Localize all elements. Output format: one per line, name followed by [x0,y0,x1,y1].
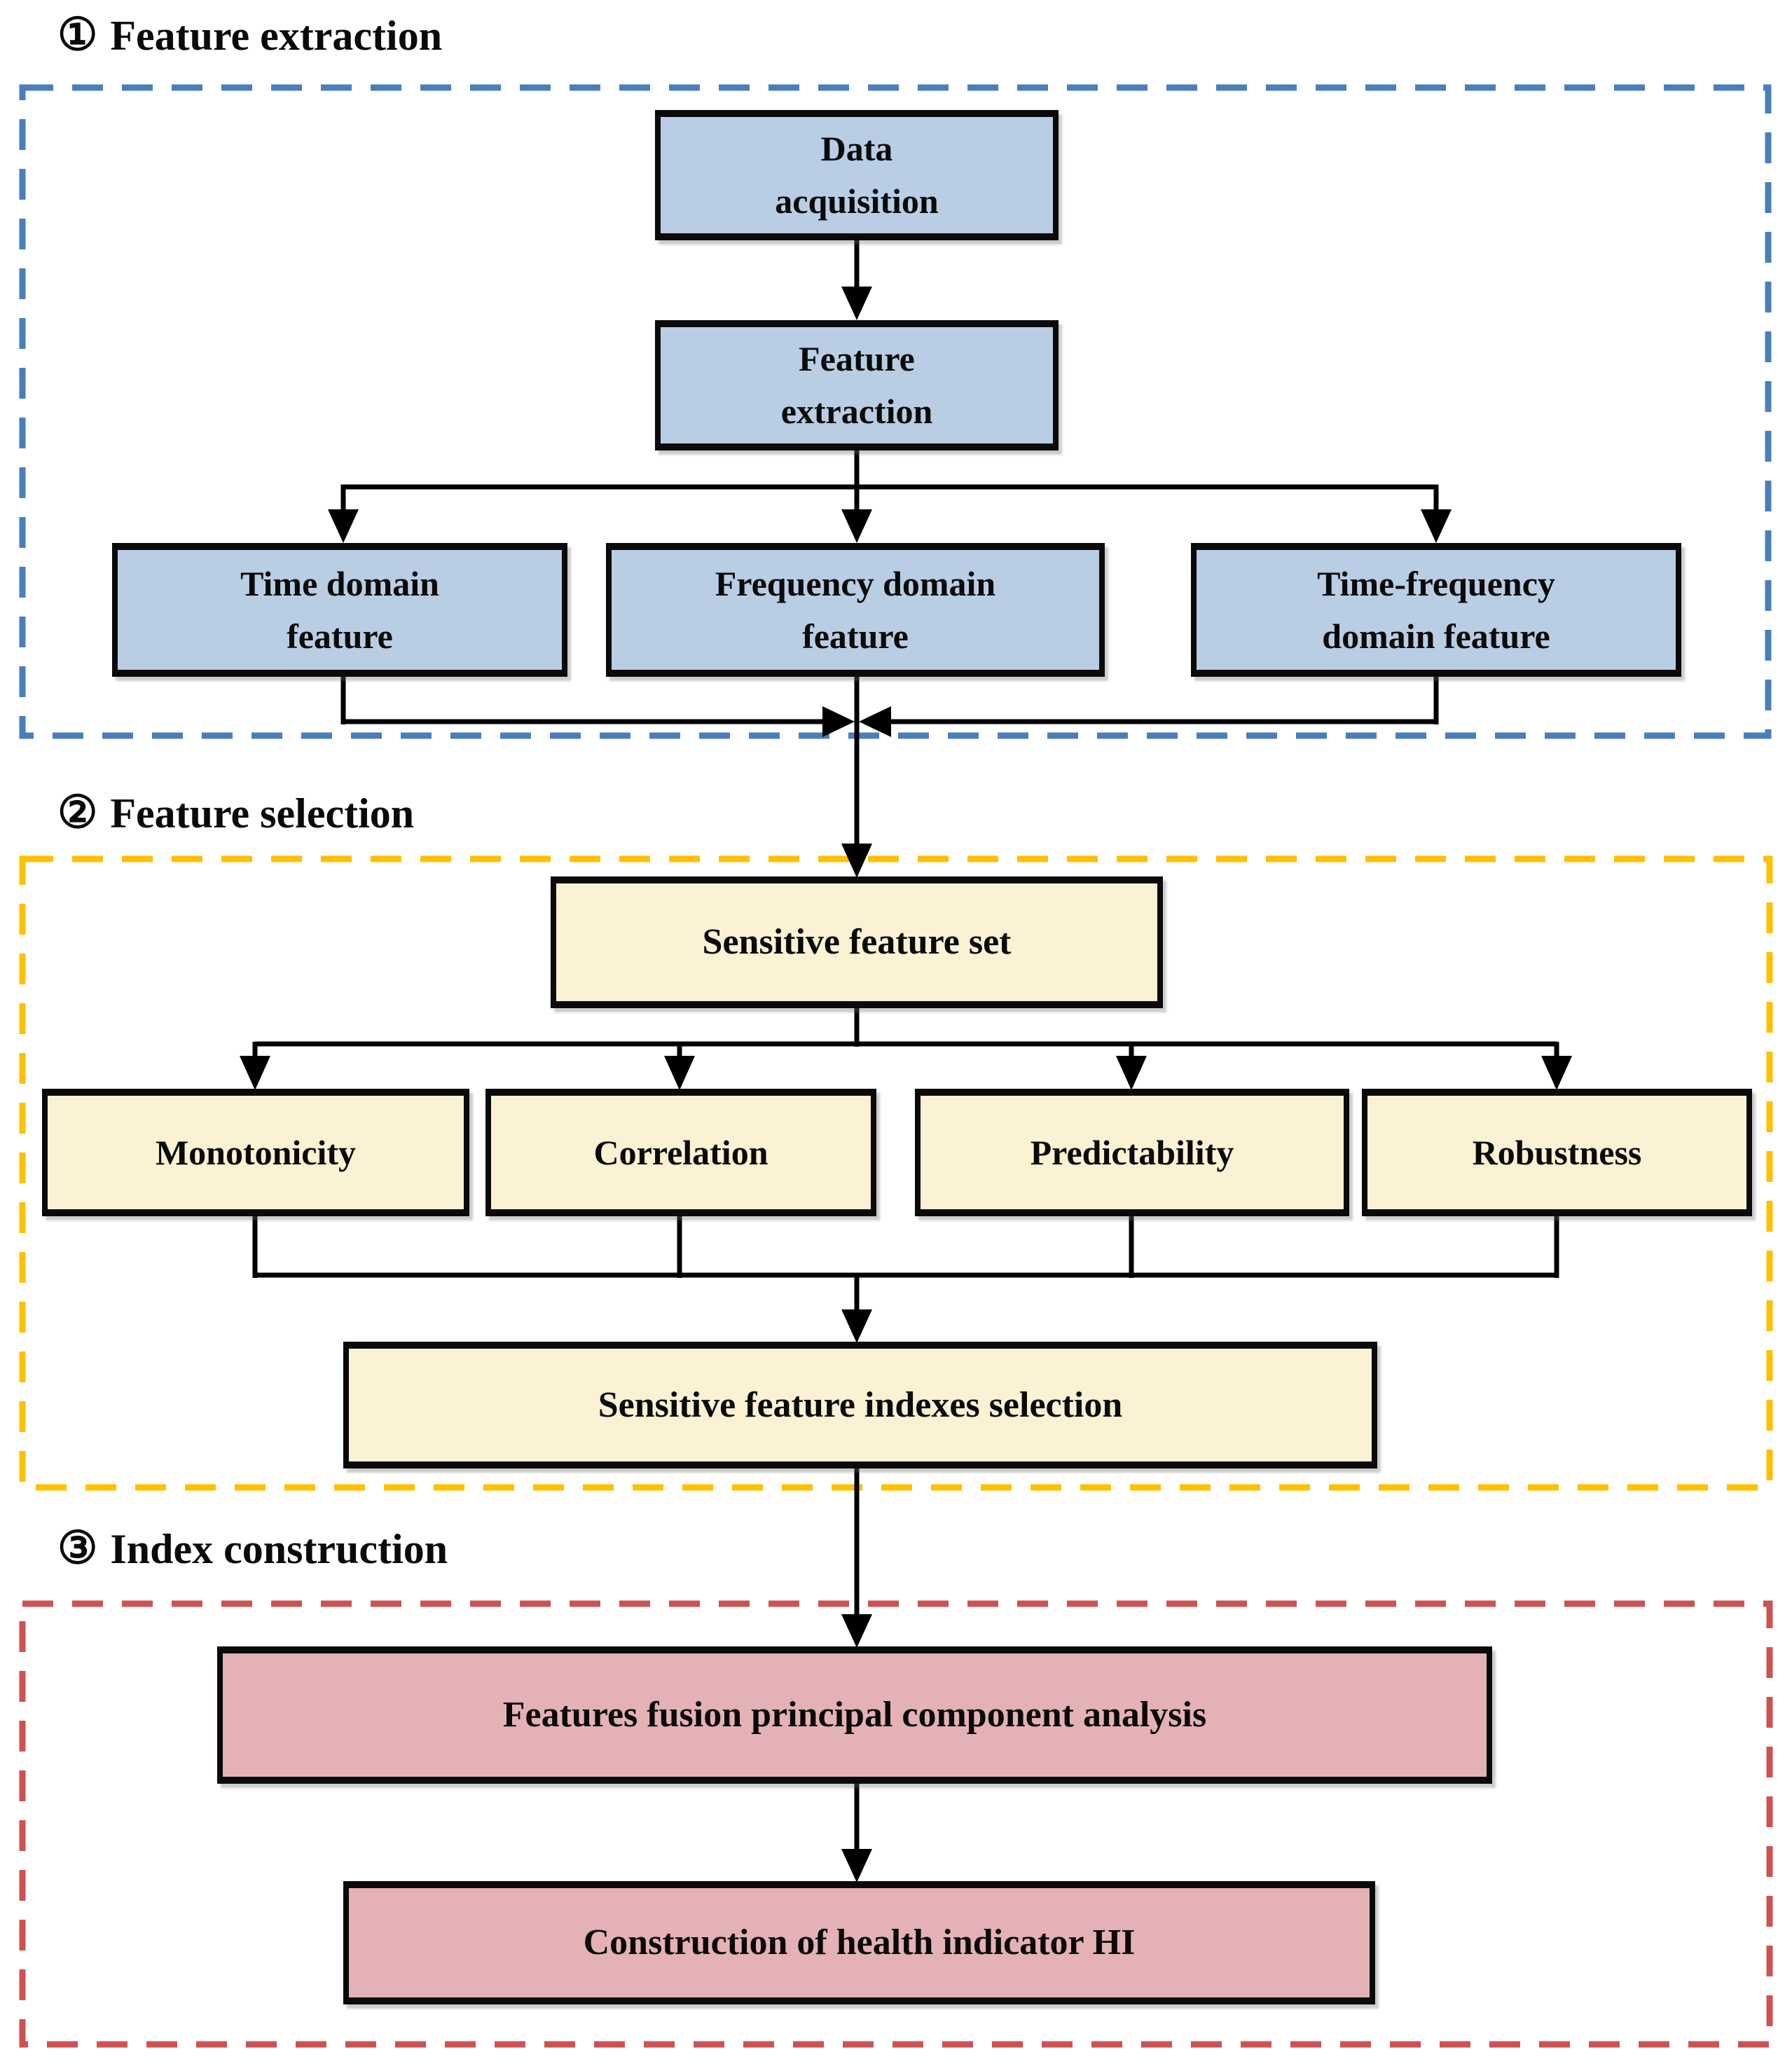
arrowhead-converge-right [859,706,891,737]
section2-frame [19,855,1773,1491]
node-sensitive-feature-set-label: Sensitive feature set [702,922,1012,962]
arrowhead-converge-left [822,706,855,737]
node-features-fusion-pca-label: Features fusion principal component anal… [502,1695,1207,1735]
node-sensitive-feature-set: Sensitive feature set [551,876,1163,1008]
section3-frame [19,1600,1773,2048]
arrowhead-indexes [841,1309,872,1343]
node-frequency-domain-feature-label: Frequency domain feature [715,563,996,656]
node-sensitive-feature-indexes-selection-label: Sensitive feature indexes selection [598,1384,1123,1425]
node-predictability-label: Predictability [1030,1132,1234,1172]
section2-title-text: Feature selection [110,790,415,837]
connector-lines [252,238,1559,1850]
arrowhead-freq [841,509,872,543]
node-monotonicity: Monotonicity [42,1089,469,1216]
node-correlation-label: Correlation [593,1132,769,1172]
section1-number: ① [57,10,98,60]
node-construction-health-indicator-label: Construction of health indicator HI [583,1922,1136,1962]
arrowhead-hi [841,1849,872,1883]
arrowhead-timefreq [1421,509,1452,543]
node-time-frequency-domain-feature-label: Time-frequency domain feature [1317,563,1555,656]
arrowhead-robustness [1541,1056,1572,1090]
node-data-acquisition-label: Data acquisition [775,129,939,221]
arrowhead-sensitiveset [841,844,872,878]
arrowhead-time [328,509,359,543]
section2-title: ② Feature selection [57,786,414,840]
node-correlation: Correlation [485,1089,876,1216]
arrowhead-featext [841,287,872,320]
node-time-domain-feature: Time domain feature [112,543,567,677]
arrowhead-predictability [1116,1056,1147,1090]
node-robustness: Robustness [1362,1089,1752,1216]
node-sensitive-feature-indexes-selection: Sensitive feature indexes selection [343,1342,1377,1468]
node-data-acquisition: Data acquisition [655,110,1059,240]
section3-title: ③ Index construction [57,1522,448,1576]
node-robustness-label: Robustness [1472,1132,1642,1172]
node-feature-extraction-label: Feature extraction [780,339,933,431]
arrowheads [240,287,1572,1883]
node-frequency-domain-feature: Frequency domain feature [606,543,1105,677]
section1-title: ① Feature extraction [57,8,442,62]
node-monotonicity-label: Monotonicity [155,1132,357,1172]
section1-title-text: Feature extraction [110,13,443,59]
node-features-fusion-pca: Features fusion principal component anal… [217,1646,1492,1784]
section1-frame [19,84,1772,739]
section3-number: ③ [57,1523,98,1573]
node-time-domain-feature-label: Time domain feature [240,563,439,656]
arrowhead-correlation [664,1056,695,1090]
node-construction-health-indicator: Construction of health indicator HI [343,1881,1375,2004]
node-feature-extraction: Feature extraction [655,320,1059,450]
node-predictability: Predictability [915,1089,1349,1216]
section3-title-text: Index construction [110,1526,448,1572]
arrowhead-monotonicity [240,1056,270,1090]
node-time-frequency-domain-feature: Time-frequency domain feature [1191,543,1681,677]
arrowhead-fusion [841,1614,872,1648]
section2-number: ② [57,787,98,837]
